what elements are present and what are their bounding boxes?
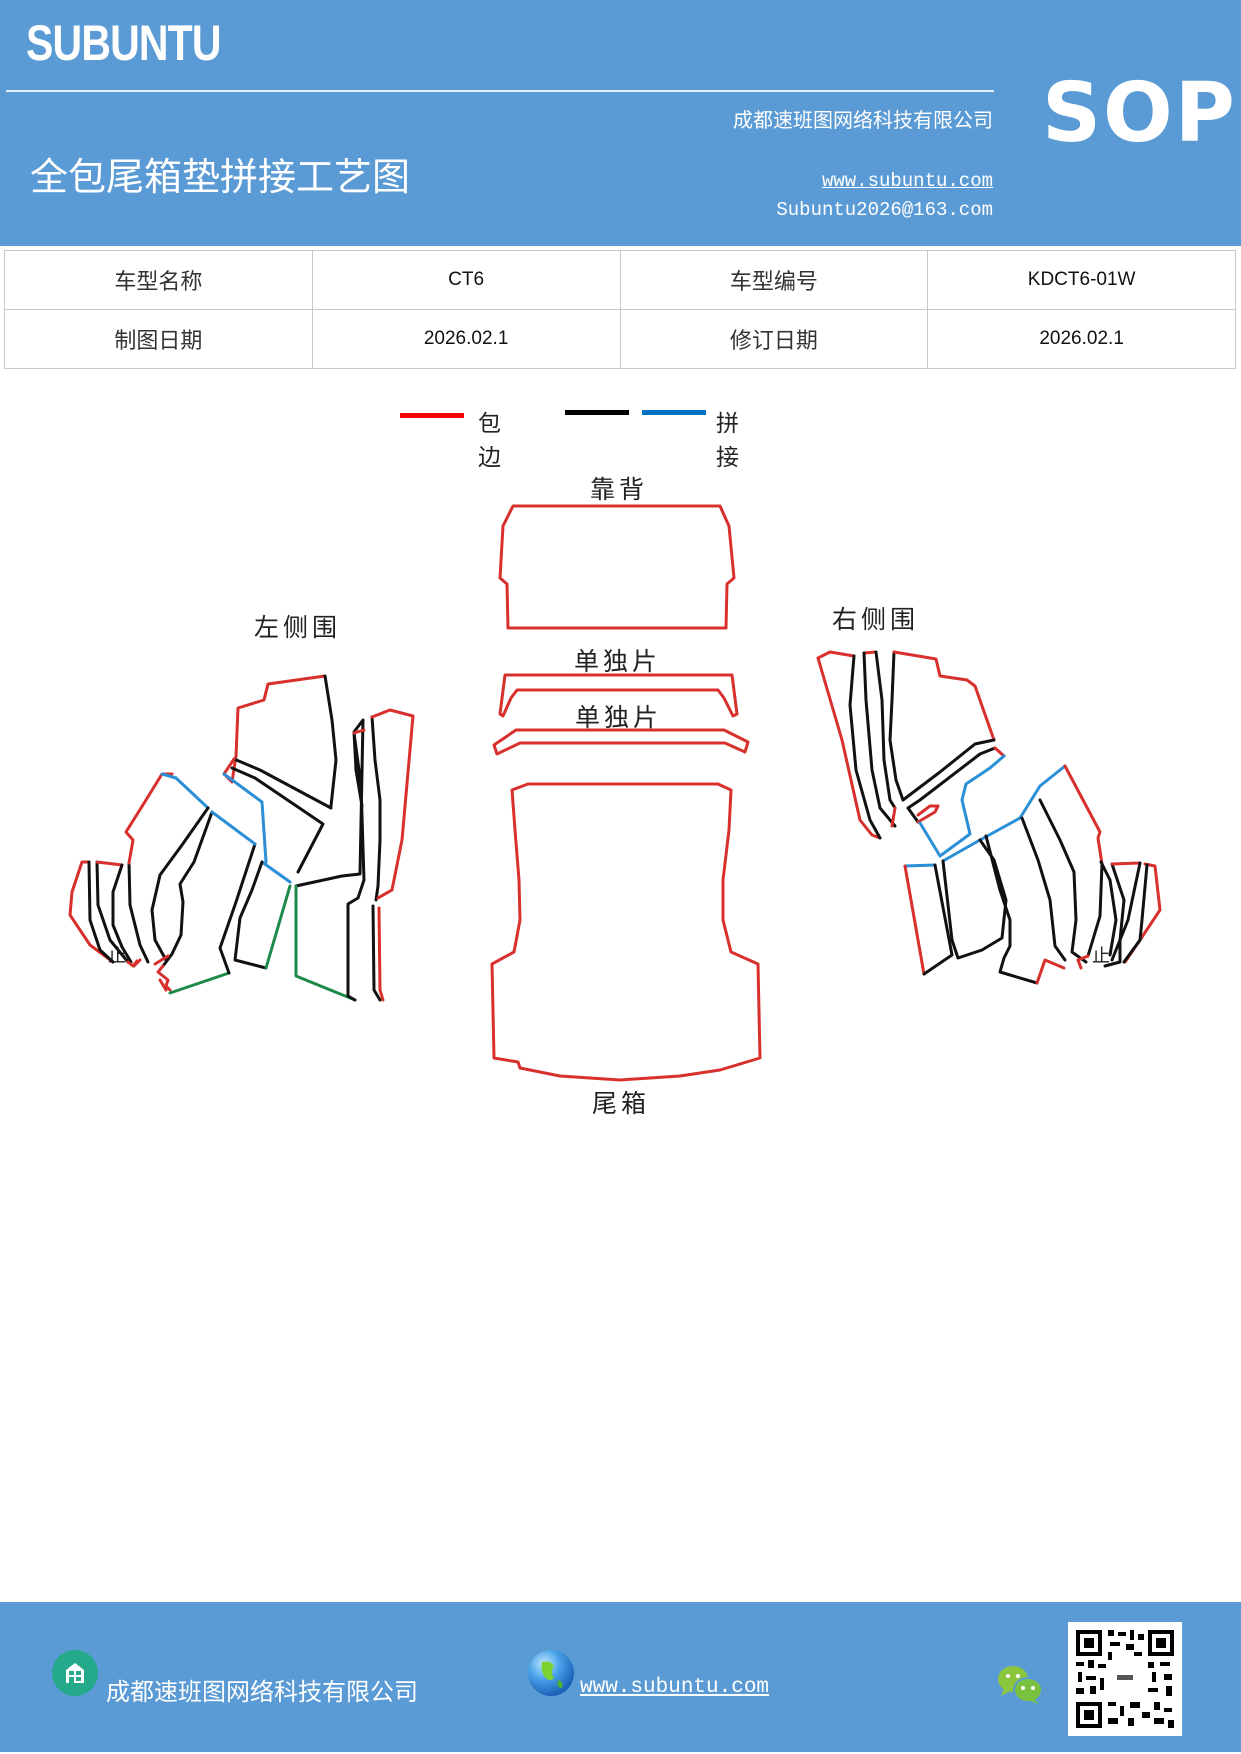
single-piece-1 <box>498 673 739 718</box>
label-right-side: 右侧围 <box>832 605 920 634</box>
label-single-piece-2: 单独片 <box>575 703 663 732</box>
trunk-panel <box>490 782 762 1082</box>
legend-label-splice: 拼接 <box>716 411 739 471</box>
globe-icon <box>528 1650 574 1696</box>
label-trunk: 尾箱 <box>592 1089 651 1118</box>
legend-blue-line <box>642 410 706 415</box>
legend-label-binding: 包边 <box>478 411 501 471</box>
vehicle-info-table: 车型名称 CT6 车型编号 KDCT6-01W 制图日期 2026.02.1 修… <box>4 250 1236 369</box>
pattern-diagram: 靠背 单独片 单独片 尾箱 左侧围 右侧围 止 止 <box>0 440 1241 1140</box>
single-piece-2 <box>492 728 750 756</box>
value-model-code: KDCT6-01W <box>927 250 1236 310</box>
label-model-code: 车型编号 <box>619 250 929 310</box>
label-draw-date: 制图日期 <box>4 309 313 369</box>
value-draw-date: 2026.02.1 <box>311 309 621 369</box>
qr-code[interactable] <box>1068 1622 1182 1736</box>
header-website-link[interactable]: www.subuntu.com <box>821 170 993 192</box>
brand-logo: SUBUNTU <box>26 15 222 71</box>
legend-red-line <box>400 413 464 418</box>
pattern-shapes <box>68 504 1162 1082</box>
header-company-name: 成都速班图网络科技有限公司 <box>733 108 993 132</box>
table-row: 制图日期 2026.02.1 修订日期 2026.02.1 <box>4 309 1236 369</box>
footer-website-link[interactable]: www.subuntu.com <box>580 1676 770 1699</box>
header-email: Subuntu2026@163.com <box>776 199 993 221</box>
table-row: 车型名称 CT6 车型编号 KDCT6-01W <box>4 250 1236 310</box>
wechat-icon <box>996 1664 1044 1706</box>
value-model-name: CT6 <box>311 250 621 310</box>
legend-black-line <box>565 410 629 415</box>
label-left-side: 左侧围 <box>254 613 342 642</box>
backrest-panel <box>498 504 736 630</box>
sop-badge: SOP <box>1042 66 1237 161</box>
page-title: 全包尾箱垫拼接工艺图 <box>30 155 411 199</box>
building-icon <box>52 1650 98 1696</box>
label-model-name: 车型名称 <box>4 250 313 310</box>
stop-mark-right: 止 <box>1092 946 1114 967</box>
footer-company-name: 成都速班图网络科技有限公司 <box>106 1678 418 1706</box>
label-backrest: 靠背 <box>590 475 649 504</box>
value-revision-date: 2026.02.1 <box>927 309 1236 369</box>
header-divider <box>6 90 994 92</box>
header-banner: SUBUNTU SOP 全包尾箱垫拼接工艺图 成都速班图网络科技有限公司 www… <box>0 0 1241 246</box>
footer-banner: 成都速班图网络科技有限公司 www.subuntu.com <box>0 1602 1241 1752</box>
label-revision-date: 修订日期 <box>619 309 929 369</box>
label-single-piece-1: 单独片 <box>574 647 662 676</box>
